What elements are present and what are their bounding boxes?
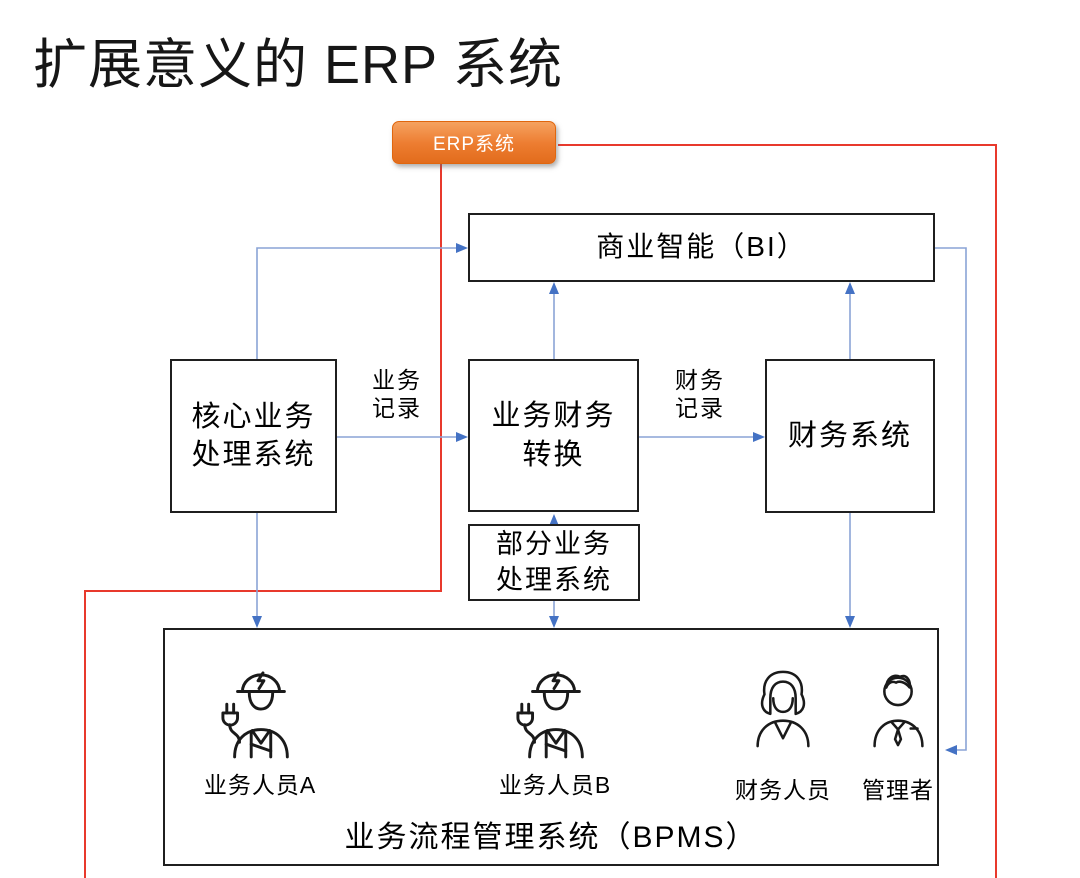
finance-record-line1: 财务 (675, 367, 725, 393)
node-business-finance-conversion: 业务财务 转换 (468, 359, 639, 512)
node-convert-line1: 业务财务 (491, 400, 616, 433)
red-loop-right (558, 144, 997, 878)
node-partial-business-system: 部分业务 处理系统 (468, 524, 640, 601)
node-finance-label: 财务系统 (787, 419, 912, 452)
node-core-line2: 处理系统 (191, 439, 316, 471)
arrowhead (456, 432, 468, 442)
edge-label-finance-record: 财务 记录 (661, 366, 739, 422)
person-business-staff-a: 业务人员A (178, 662, 342, 800)
person-finance-staff: 财务人员 (715, 668, 851, 805)
erp-tag-label: ERP系统 (432, 134, 516, 155)
arrowhead (549, 616, 559, 628)
node-core-business-system: 核心业务 处理系统 (170, 359, 337, 513)
worker-icon (516, 671, 584, 759)
arrowhead (845, 282, 855, 294)
node-partial-line1: 部分业务 (496, 529, 612, 560)
person-label: 业务人员A (203, 772, 317, 798)
person-manager: 管理者 (833, 668, 963, 805)
arrowhead (456, 243, 468, 253)
person-label: 财务人员 (735, 777, 831, 803)
node-convert-line2: 转换 (522, 438, 585, 471)
arrowhead (753, 432, 765, 442)
business-record-line2: 记录 (372, 395, 422, 422)
finance-staff-icon (756, 670, 810, 748)
manager-icon (873, 674, 924, 748)
arrowhead (945, 745, 957, 755)
business-record-line1: 业务 (372, 367, 422, 393)
worker-icon (221, 671, 289, 759)
node-bi: 商业智能（BI） (468, 213, 935, 282)
node-partial-line2: 处理系统 (496, 564, 612, 595)
person-business-staff-b: 业务人员B (473, 662, 637, 800)
person-label: 管理者 (862, 777, 934, 803)
arrowhead (252, 616, 262, 628)
edge-label-business-record: 业务 记录 (358, 366, 436, 422)
node-core-line1: 核心业务 (191, 400, 316, 433)
arrowhead (845, 616, 855, 628)
erp-tag: ERP系统 (392, 121, 556, 164)
edge-bi-to-bpms-manager (933, 247, 967, 751)
arrowhead (549, 282, 559, 294)
node-bpms-label: 业务流程管理系统（BPMS） (344, 821, 758, 855)
node-bi-label: 商业智能（BI） (596, 231, 807, 263)
node-finance-system: 财务系统 (765, 359, 935, 513)
finance-record-line2: 记录 (675, 395, 725, 422)
red-loop-left (84, 164, 442, 878)
edge-core-to-bi (256, 247, 460, 359)
page-title: 扩展意义的 ERP 系统 (33, 35, 564, 95)
arrowhead (549, 514, 559, 526)
person-label: 业务人员B (498, 772, 612, 798)
